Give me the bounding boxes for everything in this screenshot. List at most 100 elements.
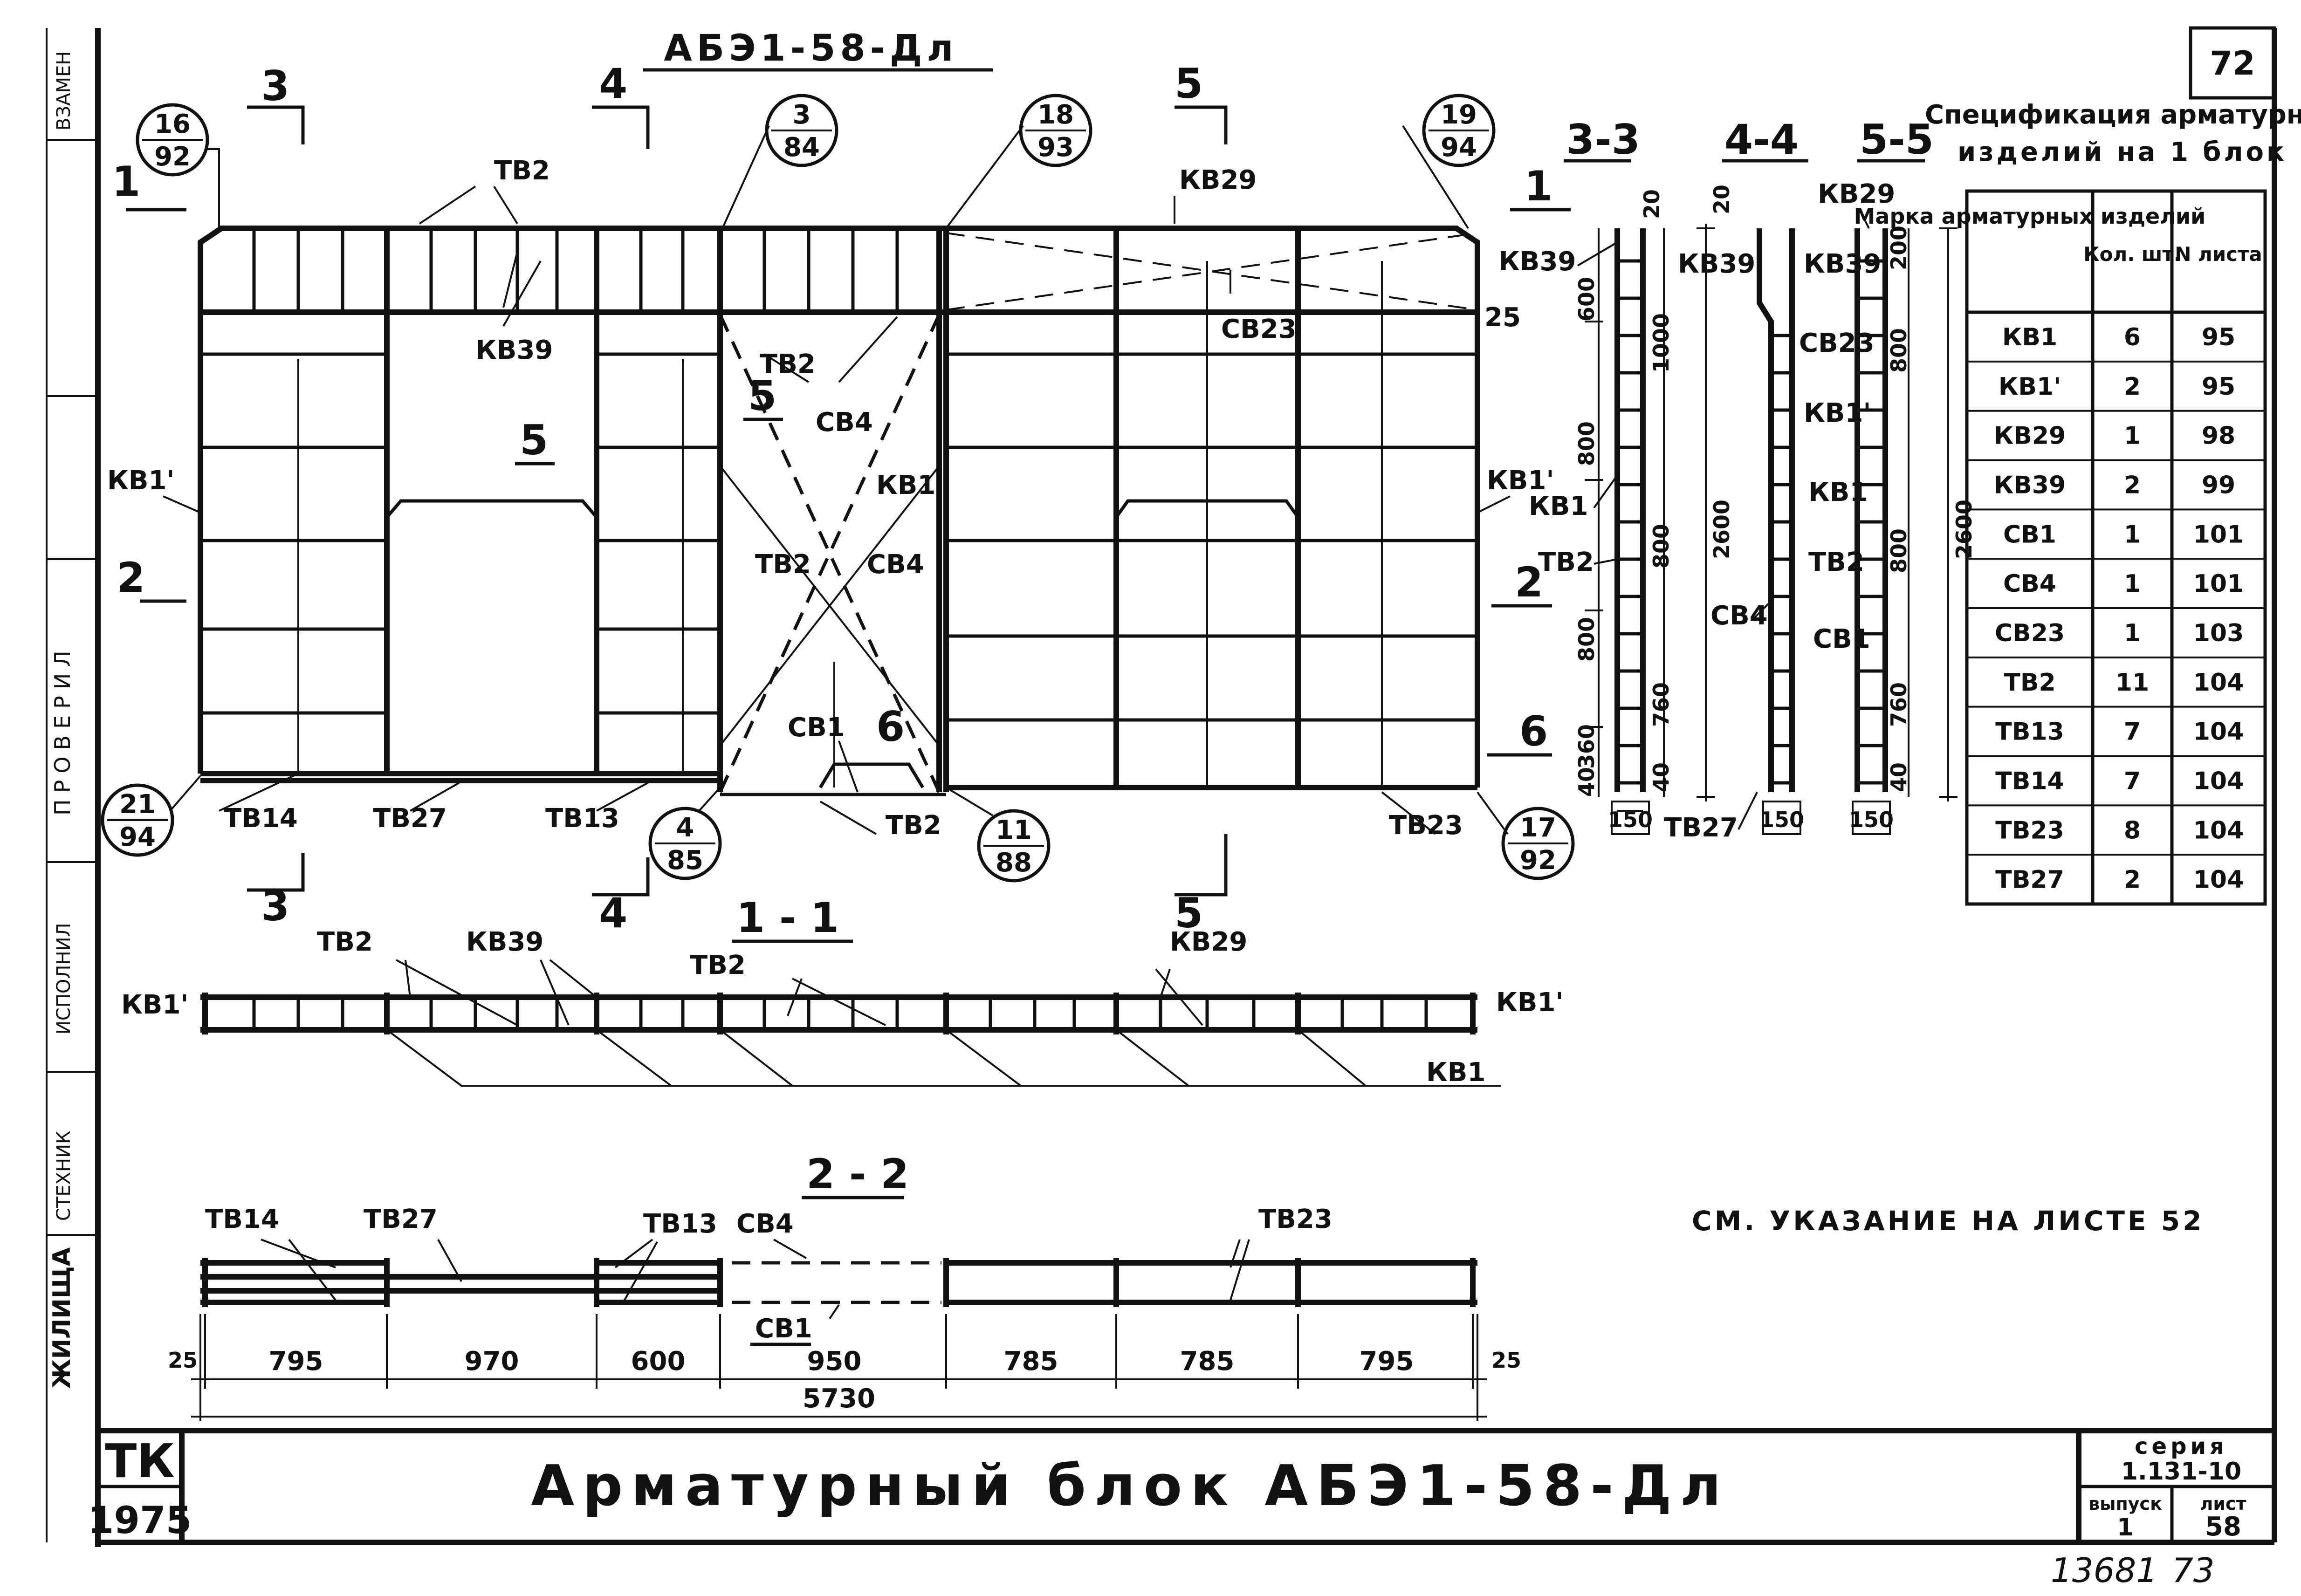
svg-text:21: 21 <box>119 789 156 820</box>
svg-text:СВ23: СВ23 <box>1799 328 1875 358</box>
svg-text:2600: 2600 <box>1709 500 1734 559</box>
spec-cell-mark: КВ39 <box>1994 471 2066 499</box>
callout-3-84: 3 84 <box>721 94 838 229</box>
spec-cell-qty: 1 <box>2124 521 2141 548</box>
svg-text:150: 150 <box>1759 807 1804 832</box>
series-number: 1.131-10 <box>2121 1458 2241 1486</box>
svg-text:ТВ2: ТВ2 <box>760 349 816 379</box>
stamp-executed: ИСПОЛНИЛ <box>53 923 75 1034</box>
callout-4-85: 4 85 <box>648 787 722 880</box>
spec-header-qty: Кол. шт. <box>2083 243 2181 266</box>
spec-cell-mark: СВ1 <box>2003 521 2056 548</box>
svg-text:800: 800 <box>1574 617 1599 662</box>
sheet-frame: 72 <box>95 26 2277 1547</box>
svg-text:КВ39: КВ39 <box>1678 249 1755 279</box>
spec-cell-sheet: 104 <box>2193 767 2244 795</box>
svg-text:20: 20 <box>1709 185 1734 214</box>
spec-cell-mark: ТВ23 <box>1995 816 2064 844</box>
spec-cell-qty: 8 <box>2124 816 2141 844</box>
spec-cell-sheet: 101 <box>2193 570 2244 598</box>
general-note: СМ. УКАЗАНИЕ НА ЛИСТЕ 52 <box>1692 1205 2205 1237</box>
elevation-section-markers: 3 3 4 4 5 5 1 1 2 2 6 <box>112 60 1571 937</box>
svg-text:150: 150 <box>1849 807 1894 832</box>
svg-text:КВ29: КВ29 <box>1818 179 1895 209</box>
svg-text:760: 760 <box>1886 682 1911 727</box>
spec-cell-qty: 6 <box>2124 323 2141 351</box>
svg-text:4: 4 <box>676 813 694 843</box>
svg-text:ТВ27: ТВ27 <box>373 803 447 834</box>
svg-text:2: 2 <box>117 554 145 602</box>
spec-cell-mark: КВ1' <box>1999 373 2061 401</box>
callout-19-94: 19 94 <box>1402 94 1496 229</box>
svg-text:КВ1': КВ1' <box>1804 398 1871 428</box>
specification-table: Спецификация арматурных изделий на 1 бло… <box>1854 100 2301 906</box>
svg-text:1: 1 <box>1524 162 1552 210</box>
svg-text:ТВ27: ТВ27 <box>364 1204 438 1234</box>
svg-text:94: 94 <box>119 822 156 852</box>
section-1-1: 1 - 1 <box>121 894 1564 1088</box>
opening-diagonals <box>718 232 1478 793</box>
spec-cell-sheet: 95 <box>2202 373 2235 401</box>
svg-text:92: 92 <box>154 142 191 172</box>
plan-dimensions: 25 795 970 600 950 785 785 795 25 5730 <box>168 1314 1521 1421</box>
svg-text:800: 800 <box>1886 528 1911 573</box>
inventory-number: 13681 73 <box>2051 1551 2215 1590</box>
svg-text:СВ4: СВ4 <box>736 1209 794 1239</box>
spec-cell-mark: СВ23 <box>1995 619 2065 647</box>
svg-text:94: 94 <box>1441 132 1477 163</box>
svg-text:950: 950 <box>807 1346 862 1377</box>
svg-text:СВ4: СВ4 <box>816 407 873 438</box>
svg-text:КВ39: КВ39 <box>1498 247 1576 277</box>
svg-text:600: 600 <box>1574 277 1599 322</box>
svg-text:КВ1': КВ1' <box>1496 987 1564 1018</box>
svg-text:800: 800 <box>1648 524 1674 569</box>
spec-cell-sheet: 104 <box>2193 816 2244 844</box>
spec-cell-mark: ТВ27 <box>1995 866 2064 894</box>
svg-text:18: 18 <box>1037 100 1074 130</box>
svg-text:АБЭ1-58-Дл: АБЭ1-58-Дл <box>664 27 958 69</box>
spec-cell-sheet: 103 <box>2193 619 2244 647</box>
svg-text:13681: 13681 <box>2051 1551 2157 1590</box>
elevation-view: 3 3 4 4 5 5 1 1 2 2 6 1 6 92 <box>101 60 1575 937</box>
section-2-2: 2 - 2 ТВ14 ТВ27 ТВ13 <box>168 1150 1521 1421</box>
svg-text:СВ1: СВ1 <box>1813 624 1870 654</box>
svg-text:84: 84 <box>783 132 820 163</box>
callout-18-93: 18 93 <box>945 94 1092 229</box>
spec-cell-mark: ТВ13 <box>1995 718 2064 746</box>
svg-text:1: 1 <box>112 158 140 205</box>
svg-text:КВ1: КВ1 <box>1426 1057 1485 1088</box>
spec-cell-sheet: 95 <box>2202 323 2235 351</box>
svg-text:3: 3 <box>261 882 289 930</box>
spec-cell-qty: 1 <box>2124 619 2141 647</box>
spec-cell-qty: 2 <box>2124 471 2141 499</box>
svg-text:40: 40 <box>1574 767 1599 797</box>
spec-cell-qty: 1 <box>2124 422 2141 450</box>
svg-text:40: 40 <box>1648 762 1674 792</box>
spec-cell-sheet: 98 <box>2202 422 2235 450</box>
svg-text:СВ1: СВ1 <box>755 1314 812 1344</box>
org-code: ТК <box>105 1434 175 1488</box>
spec-cell-mark: КВ1 <box>2002 323 2057 351</box>
svg-text:200: 200 <box>1886 226 1911 270</box>
svg-text:ТВ2: ТВ2 <box>494 156 550 186</box>
svg-text:КВ1': КВ1' <box>107 466 175 496</box>
svg-text:25: 25 <box>1491 1348 1521 1373</box>
svg-text:ТВ13: ТВ13 <box>643 1209 717 1239</box>
svg-text:6: 6 <box>876 703 905 751</box>
spec-cell-qty: 11 <box>2116 669 2149 697</box>
svg-text:93: 93 <box>1037 132 1074 163</box>
svg-text:ТВ2: ТВ2 <box>317 927 373 957</box>
svg-text:970: 970 <box>465 1346 519 1377</box>
svg-text:ТВ23: ТВ23 <box>1389 810 1463 841</box>
spec-header-mark: Марка арматурных изделий <box>1854 204 2206 229</box>
svg-text:КВ39: КВ39 <box>475 335 553 365</box>
drawing-title: АБЭ1-58-Дл <box>643 27 993 72</box>
spec-cell-sheet: 104 <box>2193 669 2244 697</box>
svg-text:795: 795 <box>1360 1346 1414 1377</box>
svg-text:КВ39: КВ39 <box>1804 249 1881 279</box>
svg-text:ТВ13: ТВ13 <box>545 803 619 834</box>
svg-text:КВ1': КВ1' <box>121 990 189 1020</box>
elevation-frame <box>198 226 1480 796</box>
